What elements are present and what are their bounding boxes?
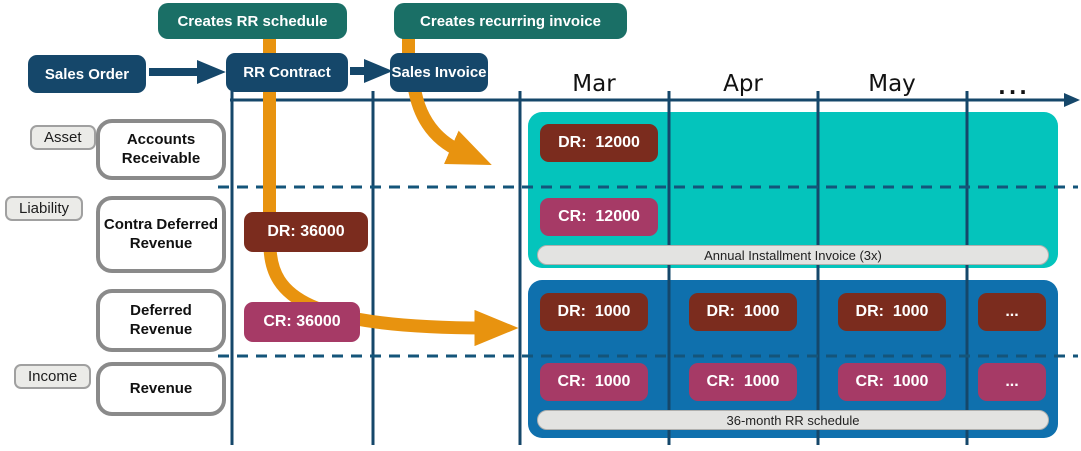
callout-creates-recurring-invoice: Creates recurring invoice bbox=[394, 3, 627, 39]
account-revenue: Revenue bbox=[96, 362, 226, 416]
schedule-credit-entry: CR: 1000 bbox=[540, 363, 648, 401]
account-accounts-receivable: Accounts Receivable bbox=[96, 119, 226, 180]
schedule-credit-entry: CR: 1000 bbox=[689, 363, 797, 401]
contract-debit-entry: DR: 36000 bbox=[244, 212, 368, 252]
account-contra-deferred-revenue: Contra Deferred Revenue bbox=[96, 196, 226, 273]
callout-creates-rr-schedule: Creates RR schedule bbox=[158, 3, 347, 39]
schedule-credit-entry-ellipsis: ... bbox=[978, 363, 1046, 401]
invoice-debit-entry: DR: 12000 bbox=[540, 124, 658, 162]
invoice-credit-entry: CR: 12000 bbox=[540, 198, 658, 236]
schedule-debit-entry: DR: 1000 bbox=[689, 293, 797, 331]
contract-credit-entry: CR: 36000 bbox=[244, 302, 360, 342]
account-deferred-revenue: Deferred Revenue bbox=[96, 289, 226, 352]
schedule-debit-entry: DR: 1000 bbox=[838, 293, 946, 331]
sales-invoice-node: Sales Invoice bbox=[390, 53, 488, 92]
badge-liability: Liability bbox=[5, 196, 84, 221]
badge-asset: Asset bbox=[30, 125, 96, 150]
month-label-ellipsis: ... bbox=[998, 75, 1030, 99]
schedule-debit-entry-ellipsis: ... bbox=[978, 293, 1046, 331]
axis-arrowhead-icon bbox=[1064, 93, 1080, 107]
badge-income: Income bbox=[14, 364, 92, 389]
month-label-may: May bbox=[868, 71, 916, 97]
sales-order-node: Sales Order bbox=[28, 55, 146, 93]
month-label-mar: Mar bbox=[572, 71, 616, 97]
rr-contract-node: RR Contract bbox=[226, 53, 348, 92]
month-label-apr: Apr bbox=[723, 71, 763, 97]
invoice-to-timeline-arrow bbox=[407, 84, 492, 166]
rr-schedule-caption: 36-month RR schedule bbox=[537, 410, 1049, 430]
annual-invoice-caption: Annual Installment Invoice (3x) bbox=[537, 245, 1049, 265]
schedule-debit-entry: DR: 1000 bbox=[540, 293, 648, 331]
schedule-credit-entry: CR: 1000 bbox=[838, 363, 946, 401]
